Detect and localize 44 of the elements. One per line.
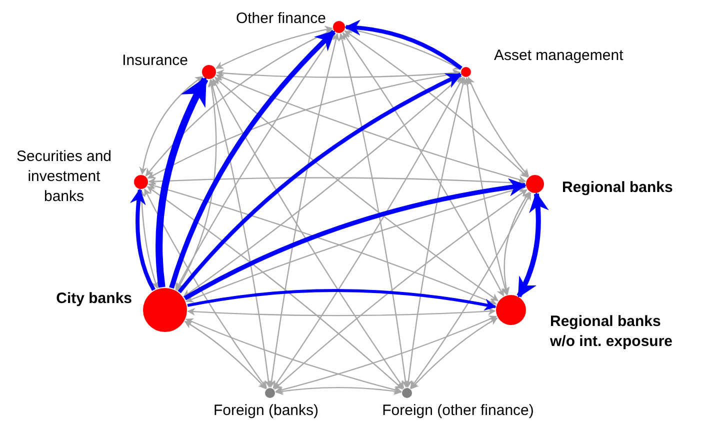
flow-arrow bbox=[187, 289, 496, 311]
connector-arrow bbox=[212, 78, 404, 389]
flow-arrow bbox=[130, 188, 156, 291]
connector-arrow bbox=[208, 78, 272, 388]
flow-arrow bbox=[516, 192, 548, 298]
connector-arrow bbox=[410, 192, 532, 389]
node-label: Insurance bbox=[121, 51, 188, 71]
connector-arrow bbox=[275, 316, 498, 394]
connector-arrow bbox=[187, 307, 496, 316]
connector-arrow bbox=[463, 77, 509, 296]
connector-arrow bbox=[145, 29, 334, 176]
connector-arrow bbox=[214, 76, 499, 302]
node-label: City banks bbox=[55, 289, 132, 309]
connector-arrow bbox=[148, 177, 526, 188]
node-label: Other finance bbox=[234, 9, 326, 29]
connector-arrow bbox=[342, 32, 504, 297]
connector-arrow bbox=[184, 320, 266, 390]
connector-arrow bbox=[274, 189, 528, 390]
flow-arrow bbox=[156, 76, 208, 288]
node-label: Asset management bbox=[494, 46, 624, 66]
connector-arrow bbox=[216, 69, 461, 78]
connector-arrow bbox=[176, 79, 217, 291]
connector-arrow bbox=[144, 188, 267, 389]
connector-arrow bbox=[404, 77, 467, 388]
connector-arrow bbox=[338, 33, 410, 388]
node-label: Regional banks bbox=[562, 178, 674, 198]
connector-arrow bbox=[148, 182, 497, 306]
connector-arrow bbox=[468, 76, 530, 177]
connector-arrow bbox=[272, 76, 464, 389]
connector-arrow bbox=[216, 74, 526, 184]
connector-arrow bbox=[185, 318, 402, 394]
connector-arrow bbox=[268, 33, 340, 388]
node-label: Foreign (other finance) bbox=[381, 401, 535, 421]
connector-arrow bbox=[139, 76, 204, 175]
node-label: Foreign (banks) bbox=[212, 401, 320, 421]
connector-arrow bbox=[215, 26, 333, 69]
connector-arrow bbox=[344, 30, 528, 178]
connector-arrow bbox=[502, 192, 530, 296]
connector-arrow bbox=[147, 70, 461, 179]
connector-arrow bbox=[410, 318, 498, 390]
connector-arrow bbox=[146, 186, 404, 390]
node-label: Regional banks w/o int. exposure bbox=[550, 312, 674, 352]
connector-arrow bbox=[275, 386, 402, 396]
node-label: Securities and investment banks bbox=[15, 147, 113, 207]
